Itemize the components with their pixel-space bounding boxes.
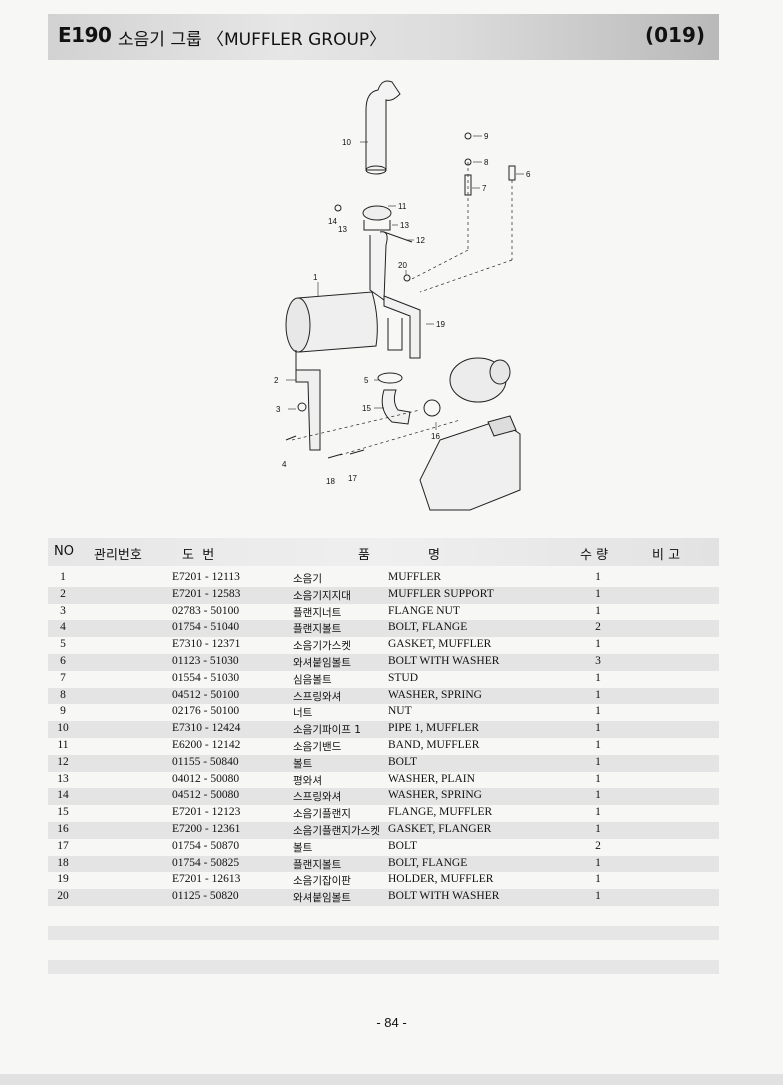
muffler-diagram-svg: 10 9 8 7 6 11 14 13 13 12 20 1 19 2 5 3 … (274, 80, 531, 511)
empty-row-band (48, 960, 719, 974)
callout-10: 10 (342, 138, 351, 147)
col-qty: 수 량 (580, 548, 609, 563)
callout-2: 2 (274, 376, 279, 385)
callout-1: 1 (313, 273, 318, 282)
callout-13a: 13 (338, 225, 347, 234)
callout-8: 8 (484, 158, 489, 167)
callout-12: 12 (416, 236, 425, 245)
callout-4: 4 (282, 460, 287, 469)
callout-13b: 13 (400, 221, 409, 230)
callout-19: 19 (436, 320, 445, 329)
col-remarks: 비 고 (652, 548, 681, 563)
group-title: 소음기 그룹 〈MUFFLER GROUP〉 (118, 30, 387, 50)
table-header: NO 관리번호 도 번 품 명 수 량 비 고 (48, 538, 719, 566)
scan-edge (0, 1074, 783, 1085)
callout-14: 14 (328, 217, 337, 226)
page-number: - 84 - (376, 1015, 407, 1030)
callout-9: 9 (484, 132, 489, 141)
flange-15-shape (381, 389, 411, 425)
callout-17: 17 (348, 474, 357, 483)
callout-6: 6 (526, 170, 531, 179)
gasket-5-shape (377, 372, 403, 384)
band-11-shape (362, 205, 392, 221)
pipe-10-shape (365, 80, 401, 171)
col-name-en: 명 (428, 548, 440, 563)
empty-row-band (48, 926, 719, 940)
callout-11: 11 (398, 202, 407, 211)
callout-18: 18 (326, 477, 335, 486)
support-2-shape (295, 350, 321, 451)
exploded-diagram: 10 9 8 7 6 11 14 13 13 12 20 1 19 2 5 3 … (0, 70, 783, 530)
pipe-10-end (365, 165, 387, 175)
callout-20: 20 (398, 261, 407, 270)
gasket-16-shape (423, 399, 441, 417)
col-drawing: 도 번 (182, 548, 215, 563)
col-mgmt: 관리번호 (94, 548, 142, 563)
page-header: E190 소음기 그룹 〈MUFFLER GROUP〉 (019) (48, 14, 719, 60)
callout-5: 5 (364, 376, 369, 385)
holder-19-shape (383, 295, 421, 359)
callout-3: 3 (276, 405, 281, 414)
group-code: E190 (58, 23, 112, 47)
col-name-kr: 품 (358, 548, 370, 563)
page-code: (019) (644, 23, 705, 47)
callout-15: 15 (362, 404, 371, 413)
callout-16: 16 (431, 432, 440, 441)
callout-7: 7 (482, 184, 487, 193)
col-no: NO (54, 544, 74, 559)
